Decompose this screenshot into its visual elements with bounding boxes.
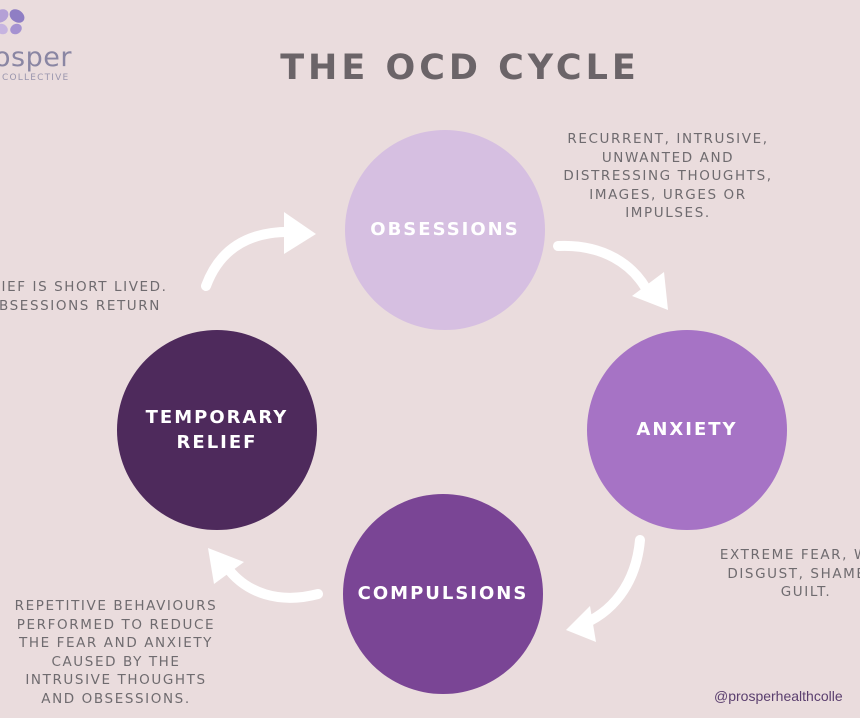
social-handle: @prosperhealthcolle <box>714 688 843 704</box>
arrow-head-compulsions <box>566 606 596 642</box>
stage-obsessions: OBSESSIONS <box>345 130 545 330</box>
stage-temporary-relief: TEMPORARY RELIEF <box>117 330 317 530</box>
arrow-head-anxiety <box>632 272 668 310</box>
desc-line: THE FEAR AND ANXIETY <box>18 635 214 651</box>
logo-subtext: COLLECTIVE <box>2 73 70 83</box>
arrow-head-relief <box>208 548 244 584</box>
desc-line: UNWANTED AND <box>601 149 735 166</box>
desc-line: IMPULSES. <box>625 205 711 221</box>
compulsions-description: REPETITIVE BEHAVIOURS PERFORMED TO REDUC… <box>0 597 232 708</box>
arrow-relief-to-obsessions <box>201 226 301 291</box>
stage-anxiety-label: ANXIETY <box>636 419 738 441</box>
stage-anxiety: ANXIETY <box>587 330 787 530</box>
desc-line: INTRUSIVE THOUGHTS <box>25 672 207 688</box>
desc-line: AND OBSESSIONS. <box>41 690 191 707</box>
arrow-compulsions-to-relief <box>221 561 323 603</box>
logo-wordmark: osper <box>0 42 72 73</box>
desc-line: GUILT. <box>780 584 832 600</box>
arrow-head-obsessions <box>284 212 316 254</box>
desc-line: IMAGES, URGES OR <box>589 186 747 203</box>
relief-description: LIEF IS SHORT LIVED. BSESSIONS RETURN <box>0 278 220 315</box>
stage-relief-label-line1: TEMPORARY <box>145 406 289 428</box>
arrow-obsessions-to-anxiety <box>553 240 655 301</box>
desc-line: RECURRENT, INTRUSIVE, <box>567 131 769 147</box>
desc-line: EXTREME FEAR, WOR <box>719 547 860 563</box>
desc-line: PERFORMED TO REDUCE <box>16 616 216 633</box>
anxiety-description: EXTREME FEAR, WOR DISGUST, SHAME O GUILT… <box>686 546 860 602</box>
desc-line: DISGUST, SHAME O <box>727 565 860 582</box>
desc-line: CAUSED BY THE <box>51 653 181 670</box>
stage-compulsions-label: COMPULSIONS <box>357 583 529 605</box>
stage-obsessions-label: OBSESSIONS <box>370 219 520 241</box>
stage-compulsions: COMPULSIONS <box>343 494 543 694</box>
desc-line: BSESSIONS RETURN <box>0 297 161 314</box>
desc-line: DISTRESSING THOUGHTS, <box>563 168 773 184</box>
page-title: THE OCD CYCLE <box>280 48 640 88</box>
desc-line: REPETITIVE BEHAVIOURS <box>14 598 218 614</box>
butterfly-icon <box>0 9 25 35</box>
obsessions-description: RECURRENT, INTRUSIVE, UNWANTED AND DISTR… <box>548 130 788 223</box>
desc-line: LIEF IS SHORT LIVED. <box>0 279 168 295</box>
stage-relief-label-line2: RELIEF <box>176 432 258 453</box>
